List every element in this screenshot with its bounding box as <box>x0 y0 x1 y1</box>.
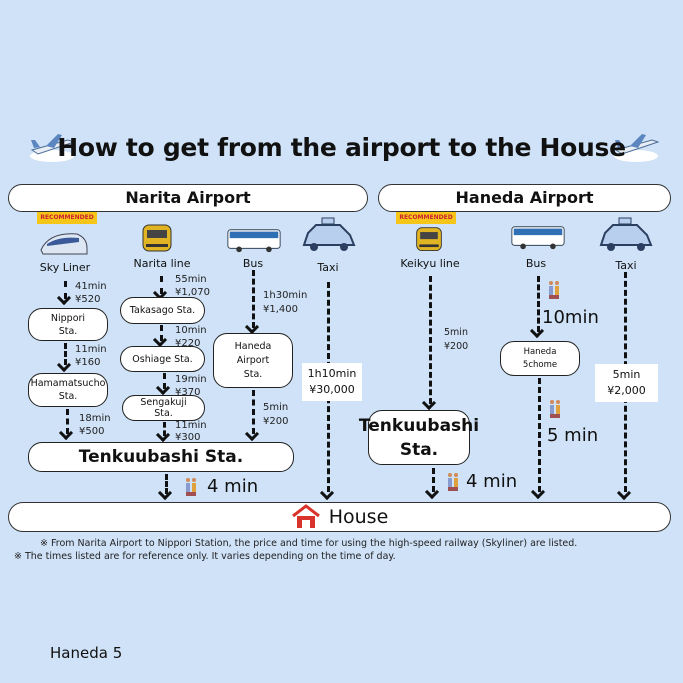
route-line <box>64 343 67 365</box>
arrow-down-icon <box>530 484 546 500</box>
route-line <box>66 409 69 434</box>
arrow-down-icon <box>58 425 74 441</box>
keikyu-train-icon <box>414 225 444 255</box>
walking-people-icon <box>446 472 460 492</box>
arrow-down-icon <box>319 485 335 501</box>
note: ※ From Narita Airport to Nippori Station… <box>40 538 578 549</box>
station-nippori: Nippori Sta. <box>28 308 108 341</box>
segment-info: 1h30min ¥1,400 <box>263 290 308 315</box>
route-line <box>538 378 541 492</box>
segment-info: 5min ¥200 <box>444 327 469 352</box>
arrow-down-icon <box>152 332 168 348</box>
station-haneda-airport: Haneda Airport Sta. <box>213 333 293 388</box>
segment-info: 55min ¥1,070 <box>175 274 210 298</box>
route-line <box>163 422 166 436</box>
recommended-badge: RECOMMENDED <box>37 212 97 224</box>
route-line <box>160 276 163 294</box>
segment-info: 18min ¥500 <box>79 413 111 437</box>
arrow-down-icon <box>244 319 260 335</box>
skyliner-train-icon <box>38 226 90 260</box>
narita-line-train-icon <box>140 222 174 256</box>
route-line <box>160 325 163 341</box>
walking-people-icon <box>547 280 561 300</box>
route-line <box>432 468 435 492</box>
arrow-down-icon <box>155 380 171 396</box>
segment-info: 41min ¥520 <box>75 281 107 305</box>
segment-info: 11min ¥300 <box>175 420 207 443</box>
route-line <box>163 373 166 389</box>
route-line <box>429 276 432 404</box>
mode-bus: Bus <box>242 257 264 270</box>
mode-keikyu-line: Keikyu line <box>400 257 460 270</box>
walking-people-icon <box>184 477 198 497</box>
station-tenkuubashi: Tenkuubashi Sta. <box>359 410 479 465</box>
taxi-icon <box>300 215 356 255</box>
recommended-badge: RECOMMENDED <box>396 212 456 224</box>
arrow-down-icon <box>56 357 72 373</box>
arrow-down-icon <box>616 485 632 501</box>
segment-info: 5min ¥2,000 <box>595 364 658 402</box>
haneda-airport-header: Haneda Airport <box>378 184 671 212</box>
route-line <box>537 276 540 332</box>
walk-time: 4 min <box>207 476 259 497</box>
station-tenkuubashi: Tenkuubashi Sta. <box>28 442 294 472</box>
arrow-down-icon <box>424 484 440 500</box>
route-line <box>165 474 168 494</box>
station-oshiage: Oshiage Sta. <box>120 346 205 372</box>
route-line <box>252 270 255 328</box>
walking-people-icon <box>548 399 562 419</box>
mode-taxi: Taxi <box>317 261 339 274</box>
caption: Haneda 5 <box>50 644 123 662</box>
walk-time: 5 min <box>547 425 599 446</box>
taxi-icon <box>597 215 653 255</box>
house-icon <box>291 504 321 530</box>
segment-info: 11min ¥160 <box>75 344 107 368</box>
segment-info: 19min ¥370 <box>175 374 207 398</box>
arrow-down-icon <box>421 395 437 411</box>
walk-time: 10min <box>542 307 599 328</box>
page-title: How to get from the airport to the House <box>57 133 626 162</box>
arrow-down-icon <box>56 290 72 306</box>
arrow-down-icon <box>155 427 171 443</box>
house-destination: House <box>8 502 671 532</box>
station-sengakuji: Sengakuji Sta. <box>122 395 205 421</box>
segment-info: 5min ¥200 <box>263 402 289 427</box>
mode-bus: Bus <box>525 257 547 270</box>
station-hamamatsucho: Hamamatsucho Sta. <box>28 373 108 407</box>
note: ※ The times listed are for reference onl… <box>14 551 396 562</box>
bus-icon <box>225 226 283 254</box>
narita-airport-header: Narita Airport <box>8 184 368 212</box>
station-haneda-5chome: Haneda 5chome <box>500 341 580 376</box>
bus-icon <box>510 223 566 251</box>
segment-info: 10min ¥220 <box>175 325 207 349</box>
segment-info: 1h10min ¥30,000 <box>302 363 362 401</box>
route-line <box>64 281 67 299</box>
arrow-down-icon <box>244 426 260 442</box>
arrow-down-icon <box>157 485 173 501</box>
station-takasago: Takasago Sta. <box>120 297 205 324</box>
mode-taxi: Taxi <box>615 259 637 272</box>
house-label: House <box>328 505 389 528</box>
route-line <box>252 390 255 434</box>
mode-sky-liner: Sky Liner <box>39 261 91 274</box>
mode-narita-line: Narita line <box>133 257 191 270</box>
walk-time: 4 min <box>466 471 518 492</box>
